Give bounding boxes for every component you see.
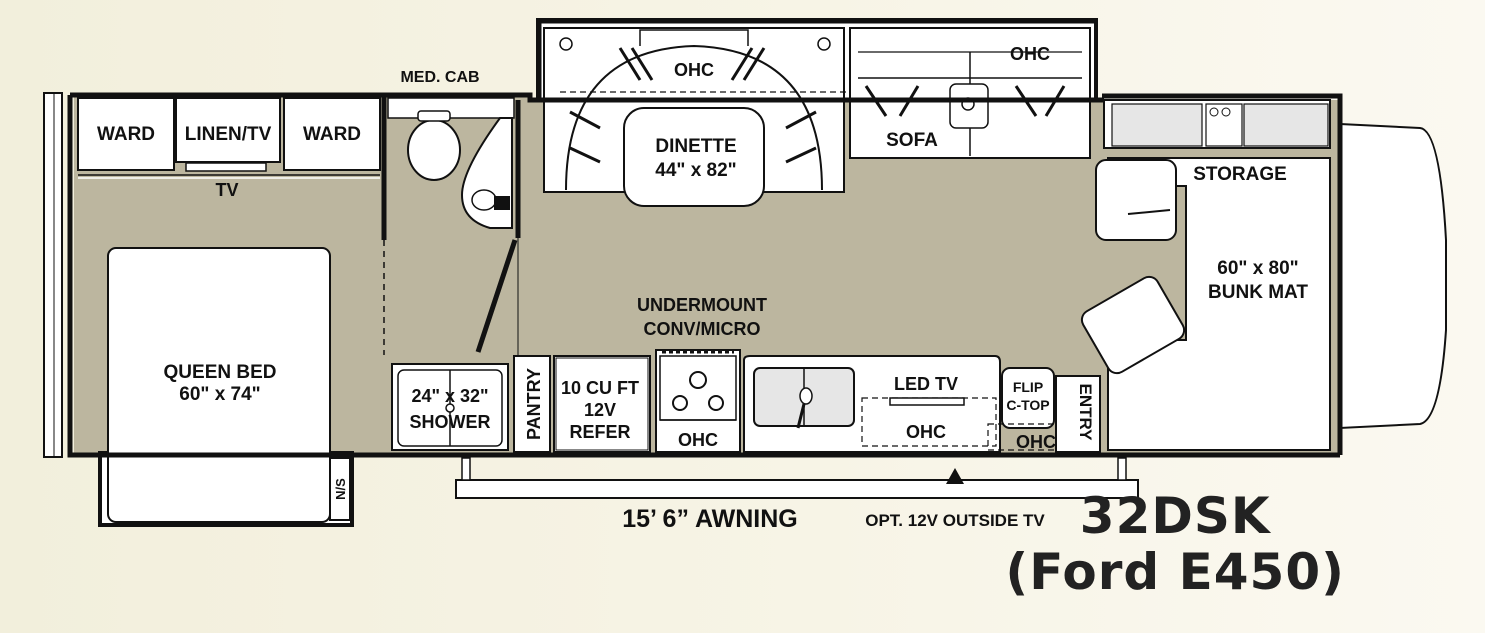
model-title: 32DSK (Ford E450) (1005, 488, 1345, 600)
bedroom (43, 92, 387, 527)
undermount-label-2: CONV/MICRO (644, 319, 761, 339)
bunk-label: BUNK MAT (1208, 282, 1308, 303)
linen-tv-cabinet (175, 97, 281, 163)
ward-left-cabinet (77, 97, 175, 171)
shower-size-label: 24" x 32" (411, 386, 488, 406)
shower-label: SHOWER (410, 412, 491, 432)
passenger-seat (1095, 159, 1177, 241)
led-ohc-label: OHC (906, 422, 946, 442)
toilet-icon (407, 119, 461, 181)
ward-left-label: WARD (97, 124, 155, 145)
pantry (513, 355, 551, 453)
led-tv-shape (889, 397, 965, 406)
model-name: 32DSK (1079, 487, 1271, 545)
dinette-slide (538, 20, 1098, 207)
cab-area (1080, 99, 1447, 451)
led-tv-label: LED TV (894, 374, 958, 394)
refrigerator (553, 355, 651, 453)
queen-bed-label: QUEEN BED (164, 362, 277, 383)
med-cab-label: MED. CAB (400, 69, 479, 86)
entry-ohc-label: OHC (1016, 432, 1056, 452)
stove-ohc-label: OHC (678, 430, 718, 450)
bunk-size-label: 60" x 80" (1217, 258, 1298, 279)
refer-label-3: REFER (569, 422, 630, 442)
queen-bed-size-label: 60" x 74" (179, 384, 260, 405)
flip-counter (1001, 367, 1055, 429)
room-labels: MED. CAB WARD LINEN/TV WARD TV QUEEN BED… (97, 44, 1308, 533)
cab-hood (1339, 122, 1447, 430)
outside-tv-marker (946, 468, 964, 484)
bath-door (475, 239, 518, 353)
dinette-size-label: 44" x 82" (655, 160, 736, 181)
bathroom (387, 97, 521, 451)
pantry-label: PANTRY (524, 368, 544, 440)
linen-tv-label: LINEN/TV (185, 124, 272, 145)
flip-label-2: C-TOP (1006, 397, 1049, 413)
tv-label: TV (215, 180, 238, 200)
entry-label: ENTRY (1076, 384, 1095, 442)
nightstand-label: N/S (333, 478, 348, 500)
refer-label-1: 10 CU FT (561, 378, 639, 398)
undermount-label-1: UNDERMOUNT (637, 295, 767, 315)
sofa-label: SOFA (886, 130, 938, 151)
refer-label-2: 12V (584, 400, 616, 420)
driver-seat (1080, 275, 1186, 375)
storage-label: STORAGE (1193, 164, 1287, 185)
model-chassis: (Ford E450) (1005, 543, 1345, 601)
dinette-ohc-label: OHC (674, 60, 714, 80)
flip-label-1: FLIP (1013, 379, 1043, 395)
entry-step (1055, 375, 1101, 453)
ward-right-label: WARD (303, 124, 361, 145)
nightstand (329, 457, 351, 521)
awning (455, 457, 1139, 499)
awning-label: 15’ 6” AWNING (622, 505, 798, 533)
tv-shape (185, 162, 267, 172)
dinette-label: DINETTE (655, 136, 736, 157)
seatbelt-icons (569, 47, 817, 164)
ward-right-cabinet (283, 97, 381, 171)
sofa-ohc-label: OHC (1010, 44, 1050, 64)
outside-tv-label: OPT. 12V OUTSIDE TV (865, 511, 1045, 530)
med-cab (387, 97, 515, 119)
burner-icons (672, 371, 724, 411)
outer-walls (67, 18, 1343, 458)
galley (513, 349, 1101, 453)
dinette-table (623, 107, 765, 207)
